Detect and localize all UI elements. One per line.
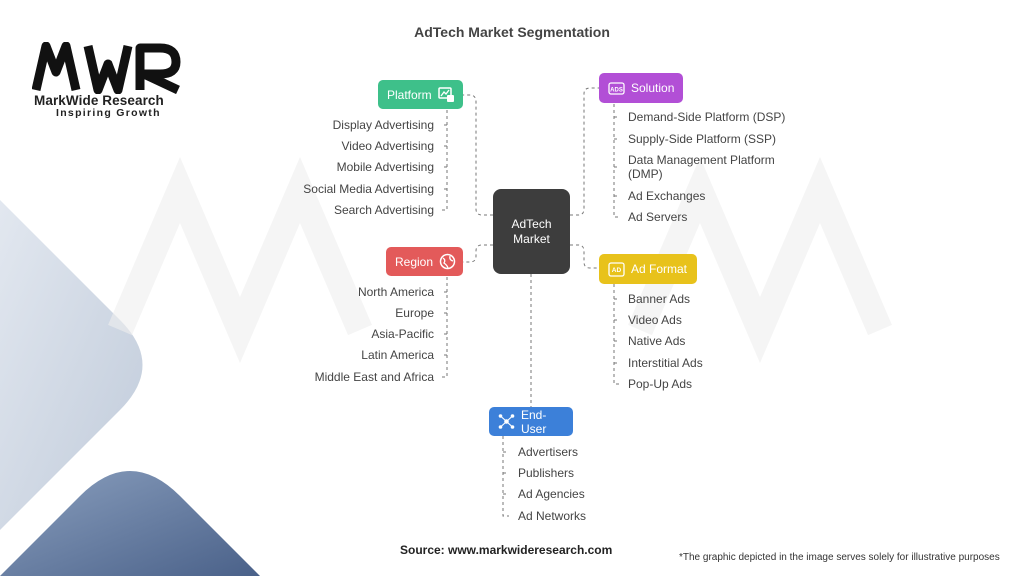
solution-label: Solution bbox=[631, 81, 675, 95]
watermark bbox=[108, 156, 892, 364]
platform-item: Display Advertising bbox=[332, 118, 434, 132]
region-item: Latin America bbox=[361, 348, 434, 362]
region-label: Region bbox=[395, 254, 434, 269]
end-user-node: End-User bbox=[489, 407, 573, 436]
platform-label: Platform bbox=[387, 87, 432, 102]
ad-format-item: Video Ads bbox=[628, 313, 682, 327]
logo-name: MarkWide Research bbox=[34, 93, 164, 108]
background-shape-left bbox=[0, 200, 143, 530]
end-user-label: End-User bbox=[521, 407, 547, 436]
svg-text:AD: AD bbox=[612, 267, 622, 274]
center-label-line2: Market bbox=[513, 231, 550, 246]
solution-item: Data Management Platform (DMP) bbox=[628, 153, 775, 181]
ad-format-item: Banner Ads bbox=[628, 292, 691, 306]
solution-item: Demand-Side Platform (DSP) bbox=[628, 110, 786, 124]
ad-format-item: Interstitial Ads bbox=[628, 356, 703, 370]
platform-item: Video Advertising bbox=[341, 139, 434, 153]
region-item: Middle East and Africa bbox=[314, 370, 434, 384]
footnote: *The graphic depicted in the image serve… bbox=[679, 552, 1000, 563]
connector-lines bbox=[441, 87, 620, 517]
platform-item: Search Advertising bbox=[333, 203, 434, 217]
region-item: Asia-Pacific bbox=[371, 327, 434, 341]
end-user-item: Advertisers bbox=[518, 445, 579, 459]
logo-mark-icon bbox=[32, 42, 181, 94]
solution-item: Ad Exchanges bbox=[628, 189, 706, 203]
ad-format-item: Native Ads bbox=[628, 334, 686, 348]
end-user-item: Ad Networks bbox=[518, 509, 587, 523]
solution-node: ADS Solution bbox=[599, 73, 683, 103]
diagram-title: AdTech Market Segmentation bbox=[414, 24, 610, 40]
svg-text:ADS: ADS bbox=[610, 87, 623, 93]
platform-node: Platform bbox=[378, 80, 463, 109]
globe-icon bbox=[439, 253, 456, 270]
end-user-item: Ad Agencies bbox=[518, 487, 585, 501]
ad-format-node: AD Ad Format bbox=[599, 254, 697, 284]
solution-item: Ad Servers bbox=[628, 210, 688, 224]
ad-format-icon: AD bbox=[608, 261, 625, 278]
source-text: Source: www.markwideresearch.com bbox=[400, 543, 613, 557]
background-shape-bottom bbox=[0, 471, 260, 576]
logo-tagline: Inspiring Growth bbox=[56, 107, 161, 119]
end-user-item: Publishers bbox=[518, 466, 575, 480]
network-icon bbox=[498, 413, 515, 430]
platform-item: Social Media Advertising bbox=[303, 182, 434, 196]
platform-icon bbox=[437, 86, 455, 103]
ad-format-item: Pop-Up Ads bbox=[628, 377, 693, 391]
platform-item: Mobile Advertising bbox=[336, 160, 434, 174]
solution-item: Supply-Side Platform (SSP) bbox=[628, 132, 777, 146]
region-item: North America bbox=[357, 285, 434, 299]
region-node: Region bbox=[386, 247, 463, 276]
region-item: Europe bbox=[395, 306, 434, 320]
center-label-line1: AdTech bbox=[511, 216, 552, 231]
ad-format-label: Ad Format bbox=[631, 262, 688, 276]
ads-icon: ADS bbox=[608, 80, 625, 97]
